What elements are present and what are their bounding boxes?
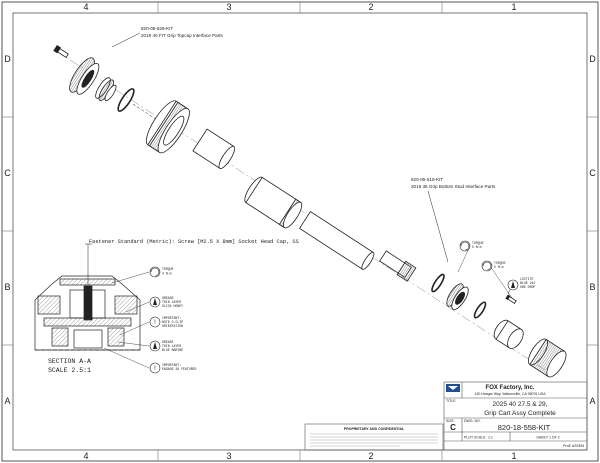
topcap-oring: [117, 88, 135, 112]
note-grease-2-c: BLUE MARINE: [162, 348, 183, 352]
topcap-kit-number: 820-05-528-KIT: [141, 26, 173, 31]
section-scale: SCALE 2.5:1: [48, 367, 91, 374]
topcap-screw: [53, 45, 69, 58]
lower-oring-2: [473, 301, 487, 319]
note-loctite-a: LOCTITE: [520, 277, 533, 281]
shaft-end: [379, 250, 417, 282]
dwg-label: DWG. NO.: [464, 419, 481, 423]
bottom-stud: [493, 319, 524, 349]
company-address: 130 Hangar Way, Watsonville, CA 95076 US…: [474, 392, 546, 396]
adjuster-knob: [528, 338, 567, 378]
torque-icon: [481, 260, 493, 272]
drawing-number: 820-18-558-KIT: [498, 423, 551, 432]
scale-label: PLOT SCALE: [464, 436, 486, 440]
damper-tube-upper: [192, 128, 236, 169]
note-grease-1-b: THIN LAYER: [162, 300, 181, 304]
zone-col-4-top: 4: [83, 2, 88, 12]
sheet-size: C: [450, 423, 456, 432]
fox-logo: [446, 384, 460, 392]
zone-row-c-right: C: [589, 168, 596, 178]
zone-col-3-bottom: 3: [226, 451, 231, 461]
zone-row-d-left: D: [4, 54, 11, 64]
zone-col-3-top: 3: [226, 2, 231, 12]
bottom-kit-number: 820-05-518-KIT: [411, 177, 443, 182]
plot-scale: 1:1: [488, 436, 493, 440]
zone-row-d-right: D: [589, 54, 596, 64]
note-important-1-c: ORIENTATION: [162, 324, 183, 328]
note-important-1-a: IMPORTANT:: [162, 316, 181, 320]
proprietary-heading: PROPRIETARY AND CONFIDENTIAL: [344, 427, 405, 431]
zone-col-1-top: 1: [511, 2, 516, 12]
note-grease-1-a: GREASE: [162, 296, 174, 300]
loctite-icon: [507, 279, 519, 291]
note-loctite-b: BLUE 242: [520, 281, 535, 285]
cartridge-body: [244, 176, 375, 270]
fastener-standard: Fastener Standard (Metric): Screw [M2.5 …: [89, 239, 299, 245]
section-view: [34, 275, 141, 351]
note-torque-1-b: 4 N·m: [162, 272, 172, 276]
note-important-1-b: NOTE O-CLIP: [162, 320, 183, 324]
zone-col-4-bottom: 4: [83, 451, 88, 461]
proprietary-fine-print: [310, 433, 438, 447]
grease-icon: [149, 340, 161, 352]
title-block: [304, 381, 588, 451]
zone-col-2-bottom: 2: [368, 451, 373, 461]
grease-icon: [149, 296, 161, 308]
torque-icon: [149, 266, 161, 278]
zone-col-2-top: 2: [368, 2, 373, 12]
important-icon: !: [149, 362, 161, 374]
topcap-kit-description: 2019 40 FIT Grip Topcap Interface Parts: [141, 33, 223, 38]
zone-col-1-bottom: 1: [511, 451, 516, 461]
sheet-number: SHEET 1 OF 2: [536, 436, 559, 440]
note-torque-3-a: TORQUE: [494, 261, 506, 265]
company-name: FOX Factory, Inc.: [486, 385, 535, 391]
note-loctite-c: ONE DROP: [520, 285, 535, 289]
zone-row-b-left: B: [4, 282, 10, 292]
lower-oring-1: [431, 273, 445, 293]
topcap-knob: [69, 57, 100, 95]
bottom-stud-parts: [379, 250, 567, 378]
note-torque-2-a: TORQUE: [472, 241, 484, 245]
note-important-2-b: ENGAGE 26 FEATURES: [162, 367, 197, 371]
zone-row-b-right: B: [589, 282, 595, 292]
small-screw-lower: [505, 294, 517, 304]
bottom-kit-description: 2019 36 Grip Bottom Stud Interface Parts: [411, 184, 496, 189]
asset-label: ProE ASSEM: [563, 444, 584, 448]
important-icon: !: [149, 316, 161, 328]
note-torque-1-a: TORQUE: [162, 267, 174, 271]
note-important-2-a: IMPORTANT:: [162, 363, 181, 367]
bottom-nut: [446, 283, 469, 310]
section-title: SECTION A-A: [48, 358, 91, 365]
topcap-parts: [53, 45, 236, 169]
svg-text:!: !: [154, 366, 156, 372]
zone-row-c-left: C: [4, 168, 11, 178]
svg-text:!: !: [154, 320, 156, 326]
zone-row-a-left: A: [4, 396, 10, 406]
note-grease-2-b: THIN LAYER: [162, 344, 181, 348]
zone-row-a-right: A: [589, 396, 595, 406]
drawing-title-line-2: Grip Cart Assy Complete: [484, 410, 556, 417]
bottom-kit-leader: [427, 190, 449, 263]
note-grease-2-a: GREASE: [162, 340, 174, 344]
torque-icon: [459, 240, 471, 252]
size-label: SIZE: [446, 419, 454, 423]
drawing-title-line-1: 2025 40 27.5 & 29,: [493, 401, 548, 408]
title-label: TITLE: [446, 399, 456, 403]
note-torque-2-b: 5 N·m: [472, 245, 482, 249]
topcap-body: [145, 100, 190, 154]
topcap-kit-leader: [111, 32, 141, 48]
note-torque-3-b: 5 N·m: [494, 265, 504, 269]
note-grease-1-c: SLICK HONEY: [162, 304, 183, 308]
topcap-internals: [95, 77, 117, 102]
